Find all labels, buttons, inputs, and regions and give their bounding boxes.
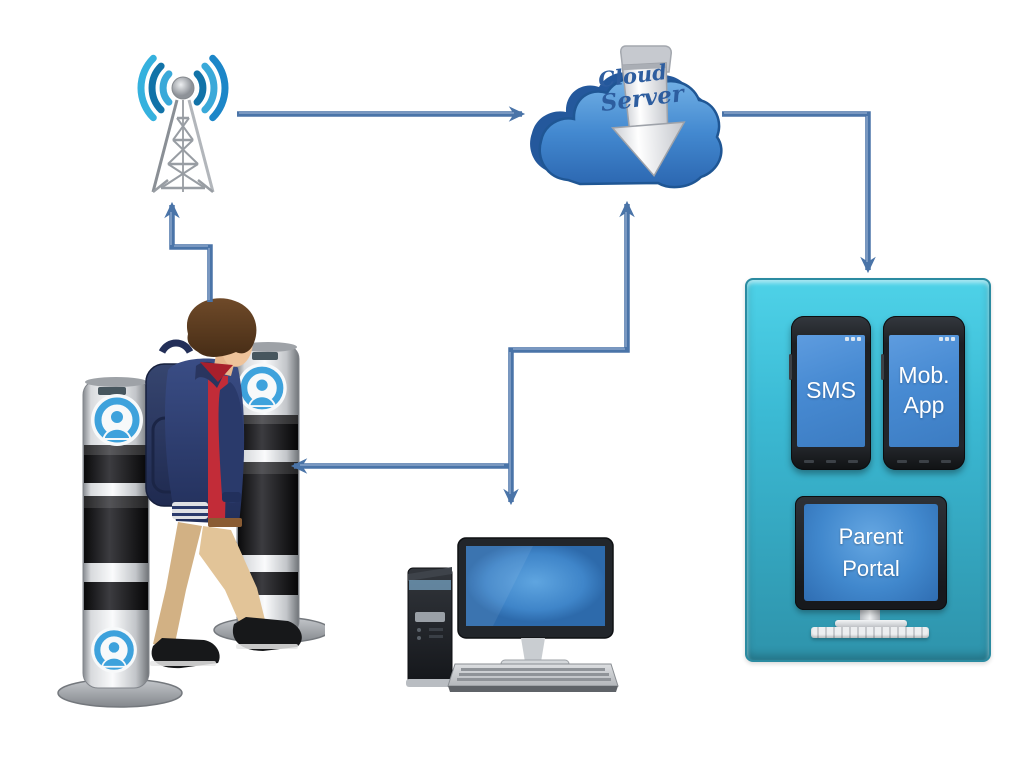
belt [208,518,242,527]
cloud-server-icon [530,45,723,189]
arrow-gates-to-antenna [164,201,213,302]
child-with-backpack [145,298,302,669]
portal-keyboard [811,627,929,638]
signal-waves-icon [137,54,229,122]
sms-phone-icon: SMS [789,316,871,470]
person-detection-icon [91,394,143,446]
phone-side-button [881,354,884,380]
mobile-app-label: Mob.App [898,362,950,418]
sms-label: SMS [806,377,856,404]
rfid-gates-and-child [57,298,325,708]
computer-tower [406,567,456,687]
person-detection-icon [91,627,137,673]
tower-top-sphere [171,76,195,100]
gate-pillar-left [57,377,183,708]
phone-status-icons [939,337,955,341]
desktop-computer-icon [406,537,619,692]
person-detection-icon [237,363,286,412]
tower-lattice [151,99,215,193]
sms-phone-screen: SMS [797,335,865,447]
phone-side-button [789,354,792,380]
arrow-cloud-to-panel [722,111,876,274]
mobile-app-phone-screen: Mob.App [889,335,959,447]
monitor-stand-base [835,620,907,627]
child-hair [186,298,257,357]
phone-nav-buttons [883,460,965,463]
arrow-computer-cloud-bidirectional [503,200,635,506]
computer-monitor [457,537,614,670]
cellular-tower-icon [137,54,229,193]
monitor-stand-neck [860,610,880,622]
download-arrow-ribbon [610,62,686,178]
phone-nav-buttons [791,460,871,463]
computer-keyboard [447,663,619,692]
phone-status-icons [845,337,861,341]
mobile-app-phone-icon: Mob.App [881,316,965,470]
